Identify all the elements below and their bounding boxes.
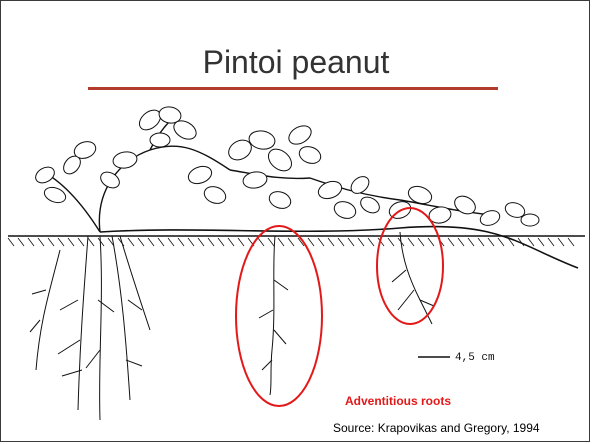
- adventitious-root-highlights: [236, 208, 443, 406]
- roots: [30, 232, 434, 420]
- soil-surface: [8, 236, 585, 246]
- highlight-ellipse-1: [236, 226, 322, 406]
- annotation-adventitious-roots: Adventitious roots: [345, 394, 451, 408]
- stolon: [100, 227, 578, 268]
- highlight-ellipse-2: [377, 208, 443, 324]
- source-citation: Source: Krapovikas and Gregory, 1994: [333, 421, 540, 435]
- leaves: [33, 105, 539, 228]
- scale-bar-label: 4,5 cm: [455, 352, 495, 364]
